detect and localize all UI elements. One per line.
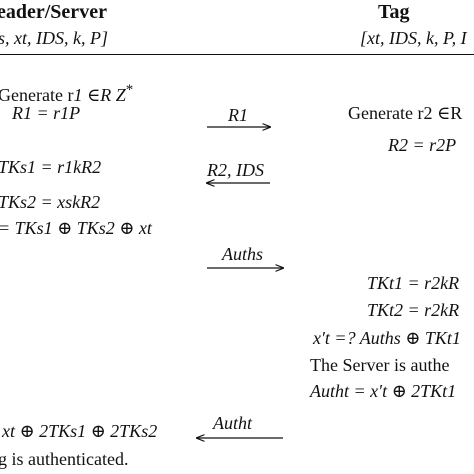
message-label-Auths: Auths	[222, 244, 264, 264]
generate-r1-text: Generate r	[0, 85, 74, 105]
server-TKs1-eq: TKs1 = r1kR2	[0, 157, 102, 177]
header-rule	[0, 54, 474, 56]
server-auth-s-eq: = TKs1 ⊕ TKs2 ⊕ xt	[0, 218, 152, 238]
server-params: s, xt, IDS, k, P]	[0, 28, 108, 48]
server-params-text: s, x	[0, 28, 22, 48]
tag-column-title: Tag	[378, 1, 410, 23]
zn-star: *	[125, 82, 134, 98]
server-params-rest: t, IDS, k, P]	[22, 28, 108, 48]
tag-params: [xt, IDS, k, P, I	[360, 28, 467, 48]
message-label-Autht: Autht	[213, 413, 252, 433]
tag-TKt1-eq: TKt1 = r2kR	[367, 273, 460, 293]
tag-generate-r2: Generate r2 ∈R	[348, 103, 463, 123]
server-auth-check: xt ⊕ 2TKs1 ⊕ 2TKs2	[2, 421, 158, 441]
generate-r1-tail: 1 ∈R Z	[73, 85, 126, 105]
message-label-R1: R1	[228, 105, 248, 125]
tag-TKt2-eq: TKt2 = r2kR	[367, 300, 460, 320]
tag-R2-eq: R2 = r2P	[388, 135, 457, 155]
tag-params-text: [x	[360, 28, 375, 48]
tag-params-rest: t, IDS, k, P, I	[375, 28, 467, 48]
server-R1-eq: R1 = r1P	[12, 103, 81, 123]
server-final-status: g is authenticated.	[0, 449, 129, 469]
server-generate-r1: Generate r1 ∈R Z*	[0, 80, 133, 105]
tag-verify: x′t =? Auths ⊕ TKt1	[313, 328, 461, 348]
server-column-title: eader/Server	[0, 1, 107, 23]
server-TKs2-eq: TKs2 = xskR2	[0, 192, 101, 212]
tag-auth-t-eq: Autht = x′t ⊕ 2TKt1	[310, 381, 457, 401]
message-label-R2-IDS: R2, IDS	[207, 160, 264, 180]
tag-server-authenticated: The Server is authe	[310, 355, 450, 375]
